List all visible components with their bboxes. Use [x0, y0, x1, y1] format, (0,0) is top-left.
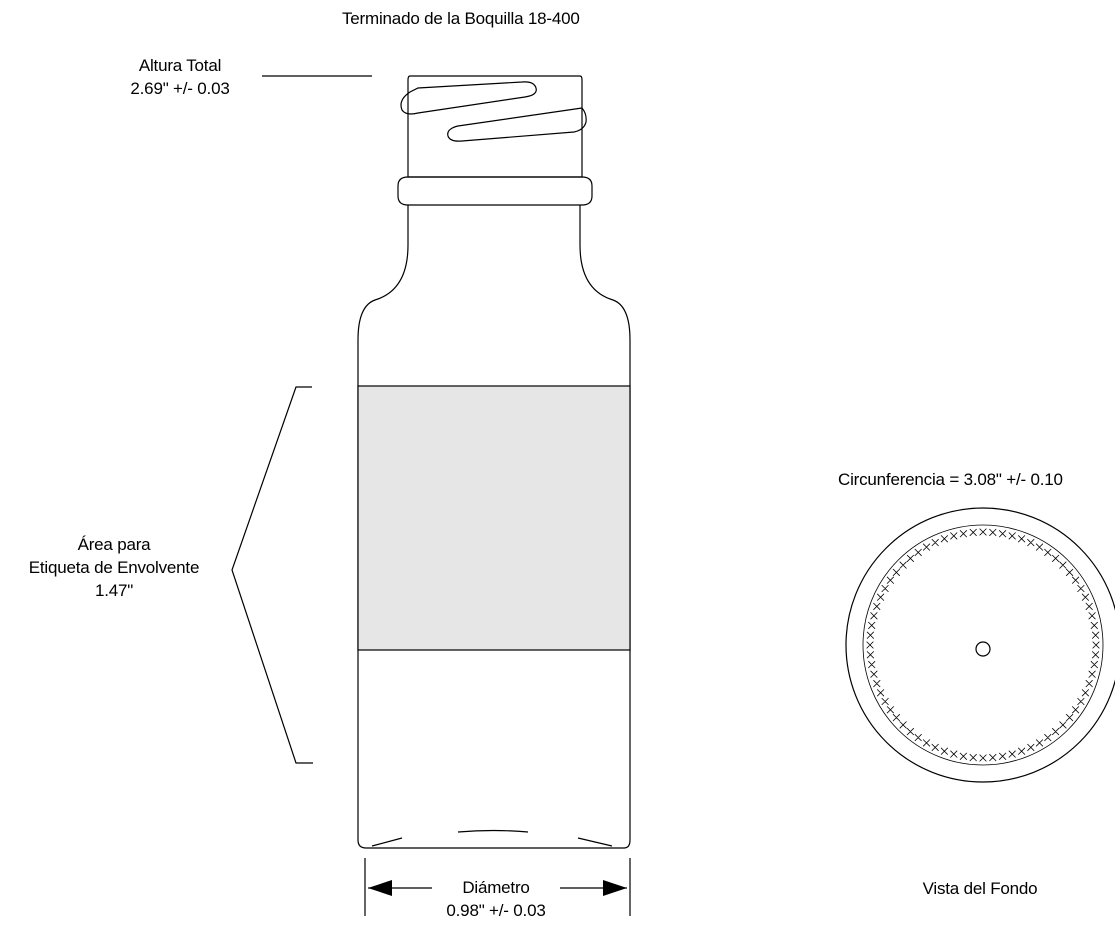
finish-label: Terminado de la Boquilla 18-400	[342, 9, 580, 28]
bottle-neck-finish	[400, 75, 587, 178]
bottom-outer-circle	[845, 507, 1115, 783]
knurl-marks	[866, 528, 1100, 762]
base-mark-center	[457, 829, 529, 833]
diameter-value: 0.98" +/- 0.03	[446, 901, 546, 920]
bottom-center-dot	[975, 641, 991, 657]
circumference-label: Circunferencia = 3.08" +/- 0.10	[838, 470, 1063, 489]
base-mark-right	[577, 837, 613, 847]
bottom-inner-circle	[862, 524, 1104, 766]
diameter-label: Diámetro	[462, 878, 530, 897]
label-area-fill	[357, 385, 631, 651]
bottle-body	[357, 205, 631, 849]
bottom-knurl-ring	[866, 528, 1100, 762]
label-area-bracket	[231, 386, 313, 764]
label-area-value: 1.47"	[94, 581, 134, 600]
label-area-title-line1: Área para	[77, 535, 151, 554]
base-mark-left	[371, 837, 403, 847]
bottom-view-label: Vista del Fondo	[922, 879, 1038, 898]
label-area-title-line2: Etiqueta de Envolvente	[28, 558, 200, 577]
overall-height-label: Altura Total	[138, 56, 222, 75]
diameter-dimension	[364, 858, 631, 916]
overall-height-value: 2.69" +/- 0.03	[130, 79, 230, 98]
bottom-view	[845, 507, 1115, 783]
neck-bead	[397, 176, 593, 206]
